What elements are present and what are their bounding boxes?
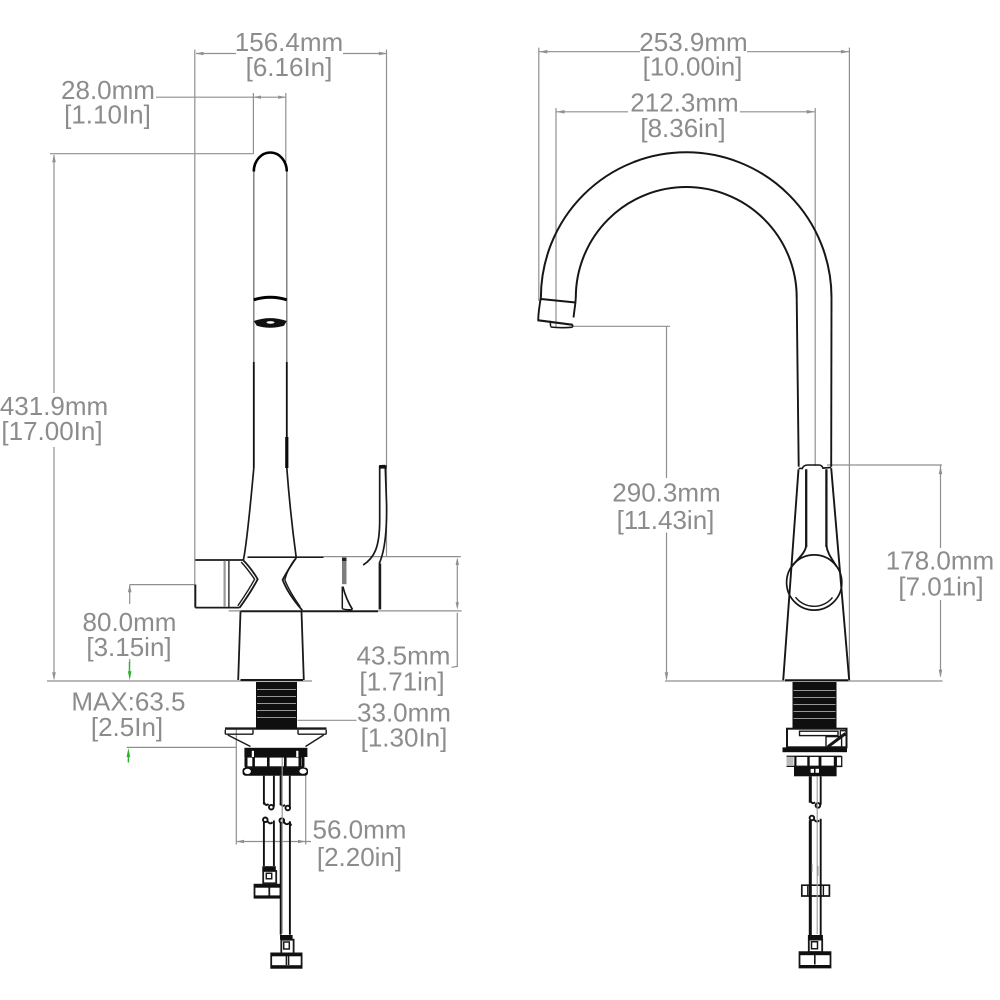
svg-text:431.9mm: 431.9mm	[0, 391, 108, 421]
svg-text:[2.5In]: [2.5In]	[91, 712, 163, 742]
svg-text:[2.20in]: [2.20in]	[317, 842, 402, 872]
svg-text:212.3mm: 212.3mm	[630, 88, 738, 118]
svg-text:28.0mm: 28.0mm	[61, 75, 155, 105]
svg-text:[7.01in]: [7.01in]	[898, 572, 983, 602]
svg-text:[6.16In]: [6.16In]	[246, 52, 333, 82]
svg-text:80.0mm: 80.0mm	[83, 607, 177, 637]
svg-text:33.0mm: 33.0mm	[357, 698, 451, 728]
svg-text:[1.30In]: [1.30In]	[361, 723, 448, 753]
svg-text:[1.71in]: [1.71in]	[359, 667, 444, 697]
svg-text:[1.10In]: [1.10In]	[64, 100, 151, 130]
svg-text:[3.15in]: [3.15in]	[86, 632, 171, 662]
svg-text:56.0mm: 56.0mm	[313, 815, 407, 845]
svg-text:43.5mm: 43.5mm	[357, 641, 451, 671]
svg-text:[17.00In]: [17.00In]	[1, 416, 102, 446]
svg-text:[11.43in]: [11.43in]	[617, 505, 715, 535]
svg-text:[10.00in]: [10.00in]	[643, 51, 743, 81]
svg-text:MAX:63.5: MAX:63.5	[71, 687, 185, 717]
svg-text:290.3mm: 290.3mm	[612, 478, 720, 508]
svg-text:[8.36in]: [8.36in]	[640, 113, 725, 143]
svg-text:178.0mm: 178.0mm	[886, 546, 994, 576]
svg-text:253.9mm: 253.9mm	[639, 27, 747, 57]
svg-text:156.4mm: 156.4mm	[235, 27, 343, 57]
